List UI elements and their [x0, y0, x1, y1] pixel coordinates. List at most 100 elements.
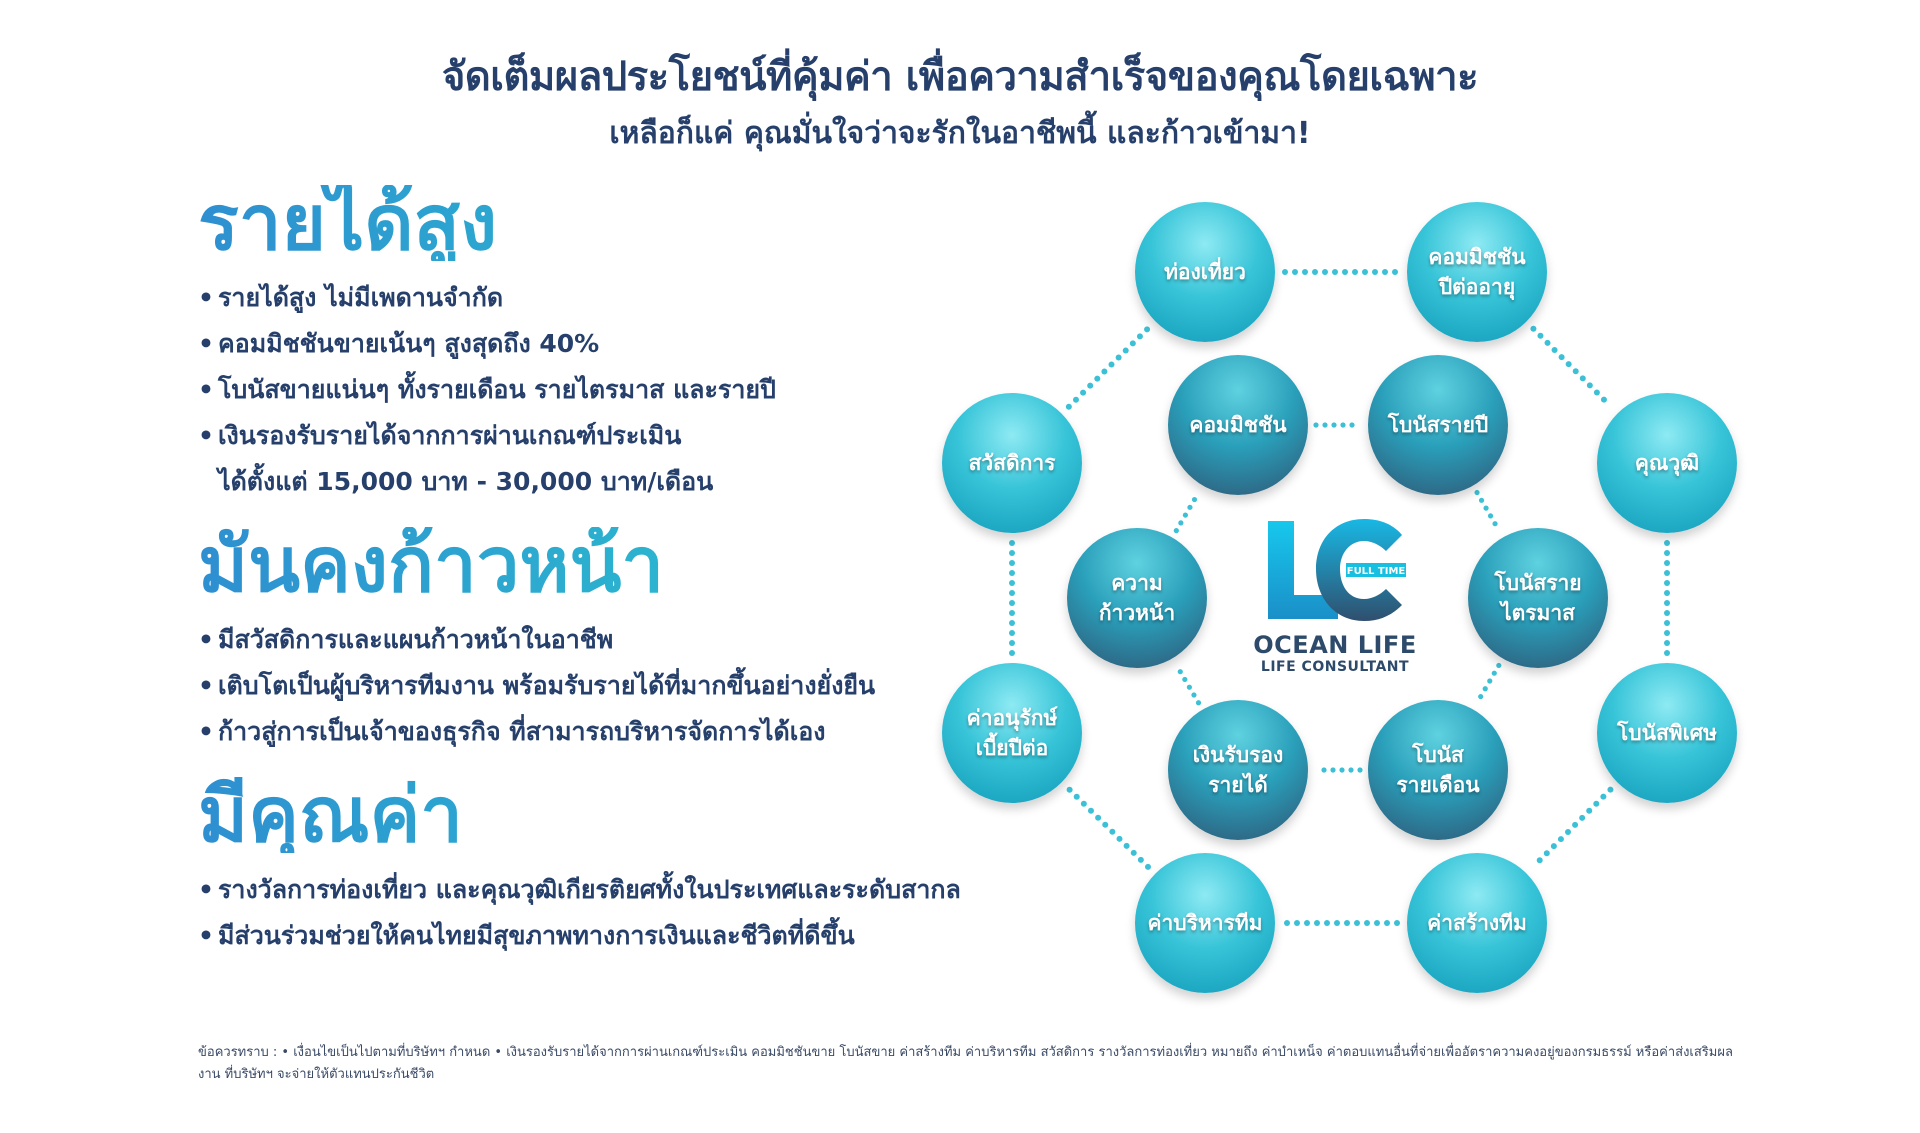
- connector-dot: [1364, 920, 1370, 926]
- connector-dot: [1136, 333, 1143, 340]
- connector-dot: [1352, 269, 1358, 275]
- outer-benefit-special-bonus: โบนัสพิเศษ: [1597, 663, 1737, 803]
- connector-dot: [1331, 422, 1337, 428]
- connector-dot: [1322, 269, 1328, 275]
- inner-benefit-progress: ความ ก้าวหน้า: [1067, 528, 1207, 668]
- inner-benefit-quarterly-bonus: โบนัสราย ไตรมาส: [1468, 528, 1608, 668]
- connector-dot: [1182, 512, 1189, 518]
- connector-dot: [1530, 325, 1537, 332]
- connector-dot: [1177, 669, 1183, 675]
- connector-dot: [1122, 347, 1129, 354]
- inner-benefit-income-guarantee: เงินรับรอง รายได้: [1168, 700, 1308, 840]
- connector-dot: [1384, 920, 1390, 926]
- connector-dot: [1544, 339, 1551, 346]
- connector-dot: [1348, 767, 1354, 773]
- connector-dot: [1551, 346, 1558, 353]
- inner-benefit-annual-bonus: โบนัสรายปี: [1368, 355, 1508, 495]
- connector-dot: [1284, 920, 1290, 926]
- connector-dot: [1312, 269, 1318, 275]
- connector-dot: [1313, 422, 1319, 428]
- connector-dot: [1394, 920, 1400, 926]
- connector-dot: [1108, 361, 1115, 368]
- bullet-item: รางวัลการท่องเที่ยว และคุณวุฒิเกียรติยศท…: [198, 867, 1058, 913]
- connector-dot: [1372, 269, 1378, 275]
- connector-dot: [1116, 835, 1123, 842]
- connector-dot: [1664, 590, 1670, 596]
- connector-dot: [1357, 767, 1363, 773]
- section-heading: รายได้สูง: [198, 185, 1058, 261]
- connector-dot: [1565, 361, 1572, 368]
- connector-dot: [1144, 863, 1151, 870]
- connector-dot: [1123, 842, 1130, 849]
- connector-dot: [1282, 269, 1288, 275]
- connector-dot: [1586, 382, 1593, 389]
- connector-dot: [1362, 269, 1368, 275]
- connector-dot: [1537, 332, 1544, 339]
- bullet-item: มีสวัสดิการและแผนก้าวหน้าในอาชีพ: [198, 617, 1058, 663]
- benefits-list: รายได้สูง รายได้สูง ไม่มีเพดานจำกัด คอมม…: [198, 185, 1058, 981]
- connector-dot: [1478, 497, 1485, 503]
- logo-tagline: LIFE CONSULTANT: [1260, 659, 1410, 675]
- section-high-income: รายได้สูง รายได้สูง ไม่มีเพดานจำกัด คอมม…: [198, 185, 1058, 505]
- connector-dot: [1664, 630, 1670, 636]
- connector-dot: [1487, 513, 1494, 519]
- connector-dot: [1579, 375, 1586, 382]
- connector-dot: [1491, 670, 1497, 676]
- bullet-continuation: ได้ตั้งแต่ 15,000 บาท - 30,000 บาท/เดือน: [218, 467, 714, 496]
- connector-dot: [1095, 814, 1102, 821]
- connector-dot: [1557, 836, 1564, 843]
- disclaimer-footnote: ข้อควรทราบ : • เงื่อนไขเป็นไปตามที่บริษั…: [198, 1045, 1733, 1082]
- connector-dot: [1586, 807, 1593, 814]
- connector-dot: [1664, 580, 1670, 586]
- page-title: จัดเต็มผลประโยชน์ที่คุ้มค่า เพื่อความสำเ…: [441, 54, 1479, 100]
- outer-benefit-persistency: ค่าอนุรักษ์ เบี้ยปีต่อ: [942, 663, 1082, 803]
- connector-dot: [1593, 389, 1600, 396]
- connector-dot: [1080, 800, 1087, 807]
- connector-dot: [1322, 422, 1328, 428]
- connector-dot: [1191, 692, 1197, 698]
- inner-benefit-monthly-bonus: โบนัส รายเดือน: [1368, 700, 1508, 840]
- section-stable-growth: มั่นคงก้าวหน้า มีสวัสดิการและแผนก้าวหน้า…: [198, 527, 1058, 756]
- outer-benefit-team-management: ค่าบริหารทีม: [1135, 853, 1275, 993]
- connector-dot: [1072, 396, 1079, 403]
- connector-dot: [1080, 389, 1087, 396]
- connector-dot: [1344, 920, 1350, 926]
- logo-brand: OCEAN LIFE: [1253, 631, 1417, 659]
- connector-dot: [1600, 396, 1607, 403]
- bullet-item: ก้าวสู่การเป็นเจ้าของธุรกิจ ที่สามารถบริ…: [198, 709, 1058, 755]
- connector-dot: [1187, 504, 1193, 510]
- connector-dot: [1066, 786, 1073, 793]
- connector-dot: [1129, 340, 1136, 347]
- outer-benefit-travel: ท่องเที่ยว: [1135, 202, 1275, 342]
- connector-dot: [1130, 849, 1137, 856]
- outer-benefit-team-building: ค่าสร้างทีม: [1407, 853, 1547, 993]
- connector-dot: [1536, 857, 1543, 864]
- bullet-item: รายได้สูง ไม่มีเพดานจำกัด: [198, 275, 1058, 321]
- connector-dot: [1178, 520, 1184, 526]
- connector-dot: [1487, 678, 1493, 684]
- connector-dot: [1330, 767, 1336, 773]
- connector-dot: [1294, 920, 1300, 926]
- outer-benefit-renewal-commission: คอมมิชชัน ปีต่ออายุ: [1407, 202, 1547, 342]
- connector-dot: [1087, 382, 1094, 389]
- page-subtitle: เหลือก็แค่ คุณมั่นใจว่าจะรักในอาชีพนี้ แ…: [609, 116, 1311, 151]
- bullet-item: มีส่วนร่วมช่วยให้คนไทยมีสุขภาพทางการเงิน…: [198, 913, 1058, 959]
- connector-dot: [1474, 489, 1480, 496]
- connector-dot: [1073, 793, 1080, 800]
- connector-dot: [1186, 684, 1192, 690]
- inner-benefit-commission: คอมมิชชัน: [1168, 355, 1308, 495]
- connector-dot: [1543, 850, 1550, 857]
- connector-dot: [1664, 550, 1670, 556]
- bullet-item: คอมมิชชันขายเน้นๆ สูงสุดถึง 40%: [198, 321, 1058, 367]
- connector-dot: [1115, 354, 1122, 361]
- connector-dot: [1550, 843, 1557, 850]
- connector-dot: [1182, 676, 1188, 683]
- connector-dot: [1382, 269, 1388, 275]
- connector-dot: [1572, 821, 1579, 828]
- connector-dot: [1593, 800, 1600, 807]
- connector-dot: [1334, 920, 1340, 926]
- outer-benefit-qualification: คุณวุฒิ: [1597, 393, 1737, 533]
- connector-dot: [1109, 828, 1116, 835]
- connector-dot: [1478, 693, 1484, 700]
- connector-dot: [1572, 368, 1579, 375]
